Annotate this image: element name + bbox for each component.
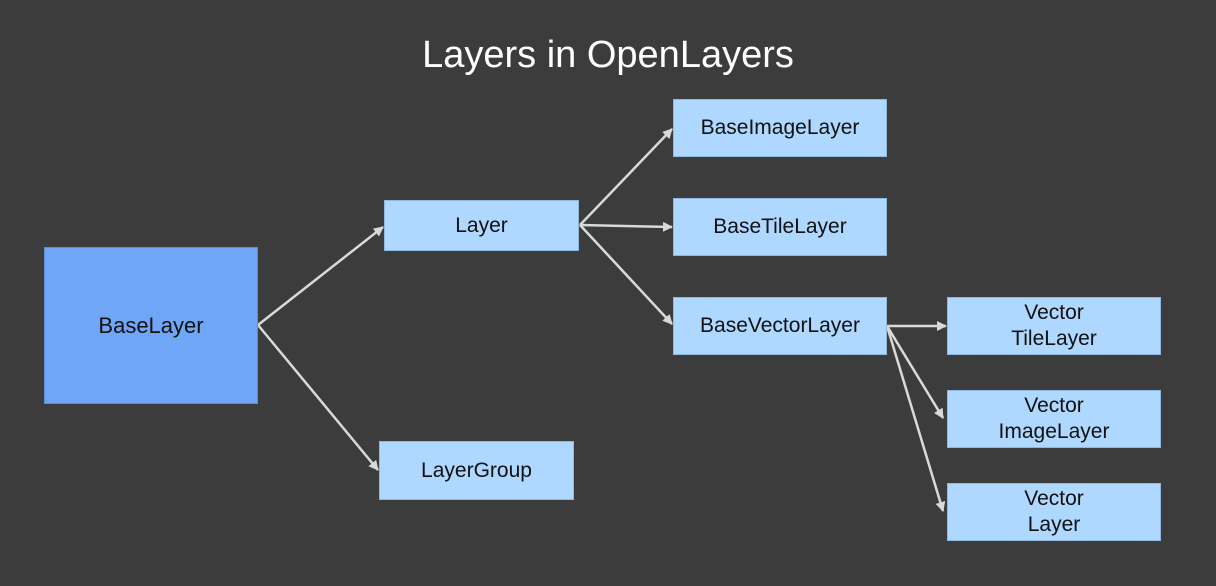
edge-baselayer-layer bbox=[257, 226, 384, 326]
node-layer-label: Layer bbox=[455, 213, 508, 237]
node-vector-layer-label: Vector Layer bbox=[1024, 487, 1084, 536]
node-base-vector-layer: BaseVectorLayer bbox=[673, 297, 887, 355]
node-layer: Layer bbox=[384, 200, 579, 251]
diagram-title: Layers in OpenLayers bbox=[422, 34, 794, 76]
node-vector-layer: Vector Layer bbox=[947, 483, 1161, 541]
edge-layer-baseimagelayer bbox=[579, 128, 673, 226]
edge-baselayer-layergroup bbox=[257, 324, 379, 471]
node-vector-tile-layer-label: Vector TileLayer bbox=[1011, 301, 1097, 350]
edge-layer-basevectorlayer bbox=[579, 224, 673, 325]
node-base-vector-layer-label: BaseVectorLayer bbox=[700, 314, 860, 337]
node-base-tile-layer: BaseTileLayer bbox=[673, 198, 887, 256]
node-vector-image-layer-label: Vector ImageLayer bbox=[998, 394, 1110, 443]
node-vector-tile-layer: Vector TileLayer bbox=[947, 297, 1161, 355]
node-base-layer-label: BaseLayer bbox=[98, 312, 204, 338]
edge-layer-basetilelayer bbox=[579, 221, 673, 232]
node-base-image-layer: BaseImageLayer bbox=[673, 99, 887, 157]
node-layer-group: LayerGroup bbox=[379, 441, 574, 500]
node-base-layer: BaseLayer bbox=[44, 247, 258, 404]
edge-basevectorlayer-vectorimagelayer bbox=[885, 325, 945, 419]
edge-basevectorlayer-vectorlayer bbox=[885, 325, 946, 512]
node-base-tile-layer-label: BaseTileLayer bbox=[713, 215, 847, 238]
node-vector-image-layer: Vector ImageLayer bbox=[947, 390, 1161, 448]
node-layer-group-label: LayerGroup bbox=[421, 458, 532, 482]
node-base-image-layer-label: BaseImageLayer bbox=[700, 116, 860, 139]
